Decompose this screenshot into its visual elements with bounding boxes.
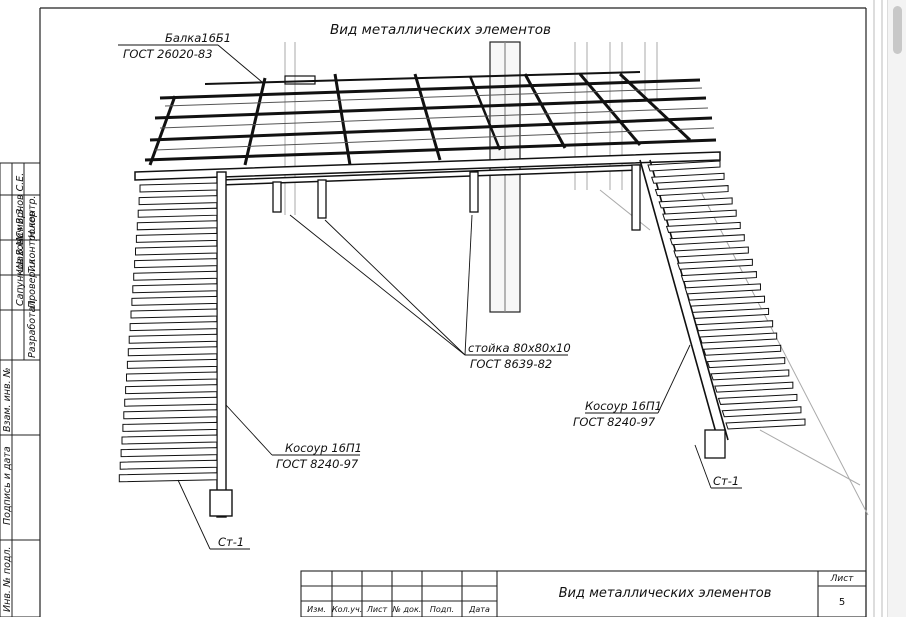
stair-step (684, 283, 761, 295)
stringer-right-standard-label: ГОСТ 8240-97 (573, 415, 656, 429)
tb-header-doc: № док. (392, 605, 422, 614)
stair-step (134, 258, 218, 269)
beam-grid (144, 71, 717, 166)
st-right-label: Ст-1 (713, 474, 740, 488)
st-left-label: Ст-1 (218, 535, 245, 549)
stair-step (133, 270, 218, 281)
stair-step (717, 393, 798, 405)
stair-step (132, 283, 218, 294)
stringer-left-name-label: Косоур 16П1 (285, 441, 362, 455)
stair-step (127, 346, 218, 357)
stair-step (647, 160, 721, 172)
stair-step (135, 232, 218, 243)
stair-step (654, 185, 729, 197)
stair-step (125, 384, 218, 395)
stair-step (139, 182, 218, 193)
right-staircase (647, 160, 806, 430)
side-field-1: Взам. инв. № (2, 367, 13, 432)
side-field-2: Подпись и дата (2, 446, 13, 525)
side-name-3: Смирнов С.Е. (15, 172, 26, 238)
side-stamp-frame (0, 162, 41, 618)
stair-step (126, 371, 218, 382)
left-staircase (118, 182, 218, 483)
stair-step (680, 271, 757, 283)
stair-step (130, 308, 218, 319)
tb-header-kolu: Кол.уч. (332, 605, 363, 614)
scrollbar-thumb[interactable] (893, 6, 902, 54)
stair-step (699, 332, 778, 344)
stair-step (128, 333, 218, 344)
leader-lines (118, 44, 742, 550)
tb-sheet-number: 5 (838, 597, 846, 608)
stair-step (725, 418, 806, 430)
stair-step (721, 406, 802, 418)
post-name-label: стойка 80х80х10 (468, 341, 571, 355)
posts (272, 164, 641, 231)
stair-step (121, 434, 218, 445)
sheet-frame (39, 0, 883, 617)
stair-step (651, 172, 725, 184)
stair-step (688, 295, 766, 307)
stair-step (677, 258, 753, 270)
side-field-3: Инв. № подл. (2, 546, 13, 612)
stair-step (703, 344, 782, 356)
tb-header-podp: Подп. (429, 605, 455, 614)
stair-step (665, 221, 741, 233)
stair-step (131, 295, 218, 306)
stair-step (658, 197, 733, 209)
beam-name-label: Балка16Б1 (165, 31, 232, 45)
stair-step (662, 209, 737, 221)
tb-title: Вид металлических элементов (558, 586, 772, 601)
beam-standard-label: ГОСТ 26020-83 (123, 47, 213, 61)
stair-step (126, 358, 218, 369)
stair-step (129, 321, 218, 332)
vertical-scrollbar[interactable] (887, 0, 906, 617)
tb-header-izm: Изм. (307, 605, 326, 614)
stair-step (119, 459, 218, 470)
side-role-1: Разработал (27, 300, 38, 358)
stair-step (136, 220, 218, 231)
stair-step (695, 320, 774, 332)
tb-header-data: Дата (469, 605, 490, 614)
stair-step (691, 307, 770, 319)
side-role-4: Н.контр. (27, 195, 38, 238)
central-column (489, 41, 521, 313)
stair-step (122, 421, 218, 432)
left-stringer (209, 171, 233, 518)
post-standard-label: ГОСТ 8639-82 (470, 357, 553, 371)
stair-step (710, 369, 790, 381)
stair-step (714, 381, 794, 393)
stair-step (673, 246, 749, 258)
stair-step (120, 447, 218, 458)
stair-step (138, 195, 218, 206)
stair-step (118, 472, 218, 483)
tb-header-list: Лист (366, 605, 388, 614)
stair-step (124, 396, 218, 407)
drawing-title: Вид металлических элементов (330, 22, 551, 38)
stringer-left-standard-label: ГОСТ 8240-97 (276, 457, 359, 471)
stringer-right-name-label: Косоур 16П1 (585, 399, 662, 413)
stair-step (137, 207, 218, 218)
stair-step (123, 409, 218, 420)
tb-sheet-label: Лист (830, 574, 854, 584)
stair-step (135, 245, 218, 256)
stair-step (706, 357, 786, 369)
stair-step (669, 234, 745, 246)
